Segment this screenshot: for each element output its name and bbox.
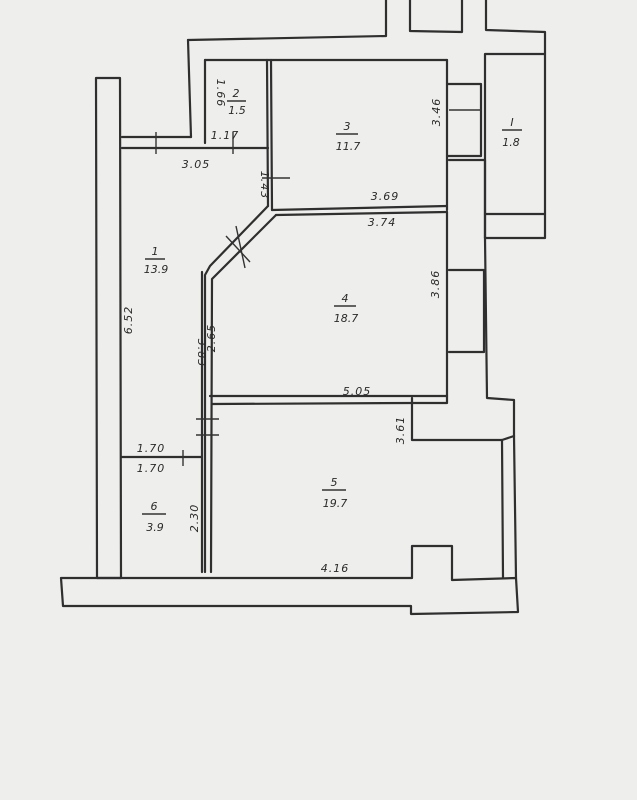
- room-area: 18.7: [334, 312, 359, 325]
- room4-5-wall-bottom: [210, 401, 414, 406]
- room-number: 4: [342, 292, 349, 305]
- dimension-label: 3.83: [195, 339, 208, 368]
- room-labels: 1 13.9 2 1.5 3 11.7 4 18.7 5 19.7 6 3.9 …: [142, 87, 522, 534]
- dimension-label: 3.74: [368, 216, 397, 229]
- dimension-label: 2.30: [188, 504, 201, 533]
- dimension-label: 4.16: [321, 562, 350, 575]
- room5-notch: [410, 396, 516, 442]
- room4-diagonal-wall-inner: [209, 213, 278, 574]
- dimension-label: 6.52: [122, 306, 135, 335]
- room-number: 1: [152, 245, 159, 258]
- room-area: 1.5: [228, 104, 246, 117]
- dimension-label: 1.17: [211, 129, 240, 142]
- dimension-label: 3.69: [371, 190, 400, 203]
- room5-right-wall-outer: [512, 434, 518, 580]
- top-right-wall: [484, 0, 547, 56]
- room4-diagonal-wall: [203, 204, 270, 574]
- dimension-label: 3.05: [182, 158, 211, 171]
- room-area: 13.9: [144, 263, 169, 276]
- dimension-label: 2.65: [205, 324, 218, 353]
- room-number: 6: [151, 500, 158, 513]
- room-number: 5: [331, 476, 338, 489]
- dimension-label: 3.46: [430, 98, 443, 127]
- dimension-label: 1.70: [137, 442, 166, 455]
- top-wall-left: [186, 38, 193, 139]
- room2-right-wall-inner: [265, 58, 270, 208]
- room-number: I: [510, 116, 513, 129]
- room-number: 2: [233, 87, 240, 100]
- room-area: 19.7: [323, 497, 348, 510]
- door-mark-diagonal-b: [235, 225, 246, 269]
- dimension-label: 3.61: [394, 416, 407, 445]
- room3-4-wall-top: [270, 204, 449, 212]
- room-number: 3: [344, 120, 351, 133]
- dimension-label: 5.05: [343, 385, 372, 398]
- room3-4-wall-bottom: [274, 210, 449, 217]
- right-outer-wall: [483, 236, 516, 438]
- room-area: 1.8: [502, 136, 520, 149]
- room-area: 11.7: [336, 140, 361, 153]
- door-mark-diagonal-a: [225, 235, 251, 263]
- dimension-labels: 3.05 6.52 1.66 1.17 1.43 3.46 3.69 3.74 …: [122, 79, 443, 575]
- room-area: 3.9: [146, 521, 164, 534]
- room3-window: [445, 82, 483, 158]
- dimension-label: 1.66: [214, 79, 227, 108]
- room5-right-wall: [500, 438, 505, 580]
- right-riser-wall: [447, 158, 487, 240]
- top-stair-notch: [408, 0, 464, 34]
- door-marks: [155, 109, 481, 466]
- room2-right-wall: [269, 58, 274, 212]
- dimension-label: 1.70: [137, 462, 166, 475]
- walls: [59, 0, 547, 616]
- dimension-label: 1.43: [258, 171, 271, 200]
- dimension-label: 3.86: [429, 270, 442, 299]
- room4-window: [447, 268, 486, 354]
- top-wall-outer: [186, 0, 388, 42]
- room5-notch-top: [410, 394, 449, 405]
